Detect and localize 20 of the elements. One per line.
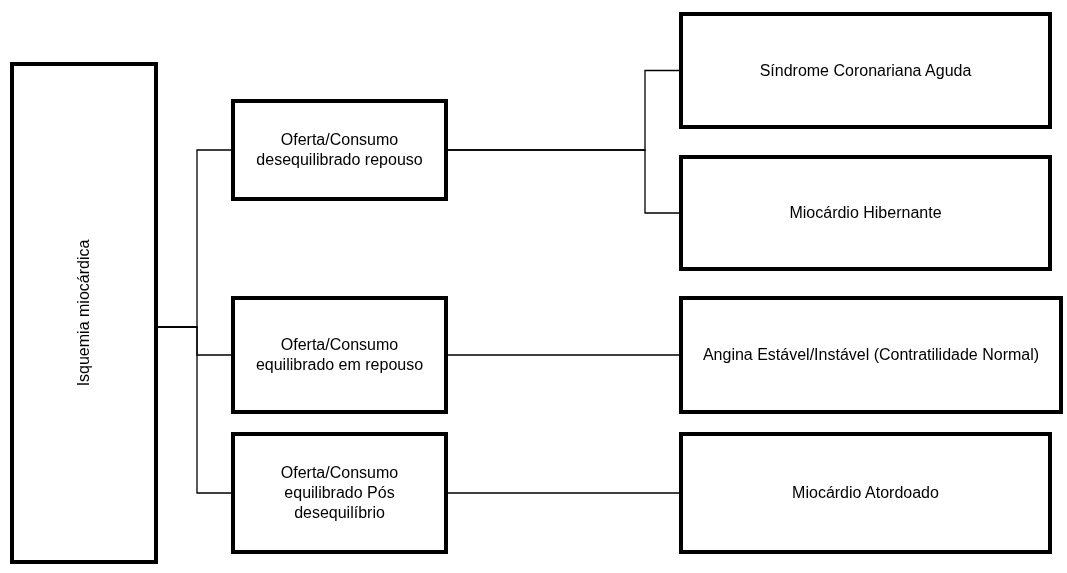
process-box	[679, 296, 1063, 414]
box-label: Miocárdio Atordoado	[792, 483, 939, 503]
box-label: Miocárdio Hibernante	[789, 203, 942, 223]
connector-line	[157, 326, 232, 494]
box-label: Oferta/Consumo desequilibrado repouso	[255, 130, 424, 170]
process-box	[231, 432, 448, 554]
process-box	[679, 155, 1052, 271]
connector-line	[447, 492, 680, 494]
process-box	[231, 296, 448, 414]
connector-line	[447, 149, 680, 214]
box-label: Síndrome Coronariana Aguda	[759, 60, 972, 81]
box-label: Oferta/Consumo equilibrado Pós desequilíbrio	[279, 463, 400, 523]
box-label: Isquemia miocárdica	[74, 239, 93, 387]
box-label: Oferta/Consumo equilibrado em repouso	[254, 335, 425, 375]
process-box	[679, 12, 1052, 129]
process-box	[10, 62, 158, 564]
process-box	[231, 99, 448, 201]
box-label: Angina Estável/Instável (Contratilidade Normal)	[702, 345, 1040, 365]
process-box	[679, 432, 1052, 554]
connector-line	[447, 354, 680, 356]
